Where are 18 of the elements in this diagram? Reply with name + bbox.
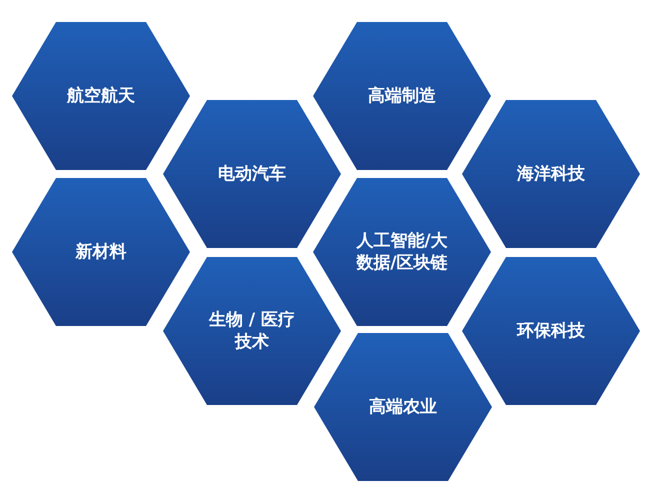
hexagon-label: 电动汽车 xyxy=(217,163,287,185)
hexagon-label: 人工智能/大数据/区块链 xyxy=(355,230,449,274)
hexagon-label: 新材料 xyxy=(74,241,128,263)
hexagon-tile xyxy=(462,100,640,248)
hexagon-tile xyxy=(462,257,640,405)
hexagon-tile xyxy=(12,178,190,326)
hexagon-label: 高端制造 xyxy=(367,85,437,107)
hexagon-label: 航空航天 xyxy=(66,85,136,107)
hexagon-tile xyxy=(12,22,190,170)
hexagon-tile xyxy=(314,333,492,481)
hexagon-tile xyxy=(313,178,491,326)
hexagon-label: 高端农业 xyxy=(368,396,438,418)
hexagon-tile xyxy=(313,22,491,170)
hexagon-label: 环保科技 xyxy=(516,320,586,342)
hexagon-label: 生物 / 医疗技术 xyxy=(208,309,296,353)
hexagon-tile xyxy=(163,257,341,405)
hexagon-label: 海洋科技 xyxy=(516,163,586,185)
hexagon-tile xyxy=(163,100,341,248)
